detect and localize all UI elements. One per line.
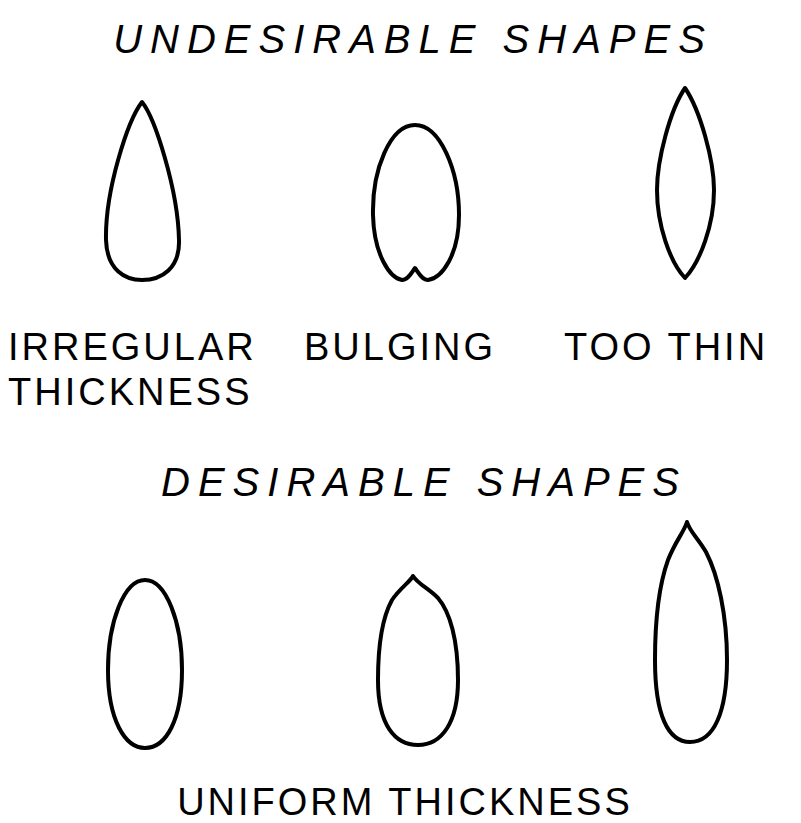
- thin-shape: [657, 88, 714, 278]
- shape-caption: BULGING: [304, 325, 496, 370]
- bulging-shape: [373, 125, 459, 280]
- uniform-shape: [378, 576, 458, 745]
- shape-caption: UNIFORM THICKNESS: [177, 783, 633, 821]
- section-heading: UNDESIRABLE SHAPES: [113, 19, 713, 59]
- uniform-shape: [108, 580, 182, 748]
- section-heading: DESIRABLE SHAPES: [161, 462, 687, 502]
- uniform-shape: [655, 522, 727, 742]
- shape-caption: TOO THIN: [564, 325, 768, 370]
- shape-caption: IRREGULAR THICKNESS: [8, 325, 283, 415]
- irregular-shape: [106, 102, 179, 280]
